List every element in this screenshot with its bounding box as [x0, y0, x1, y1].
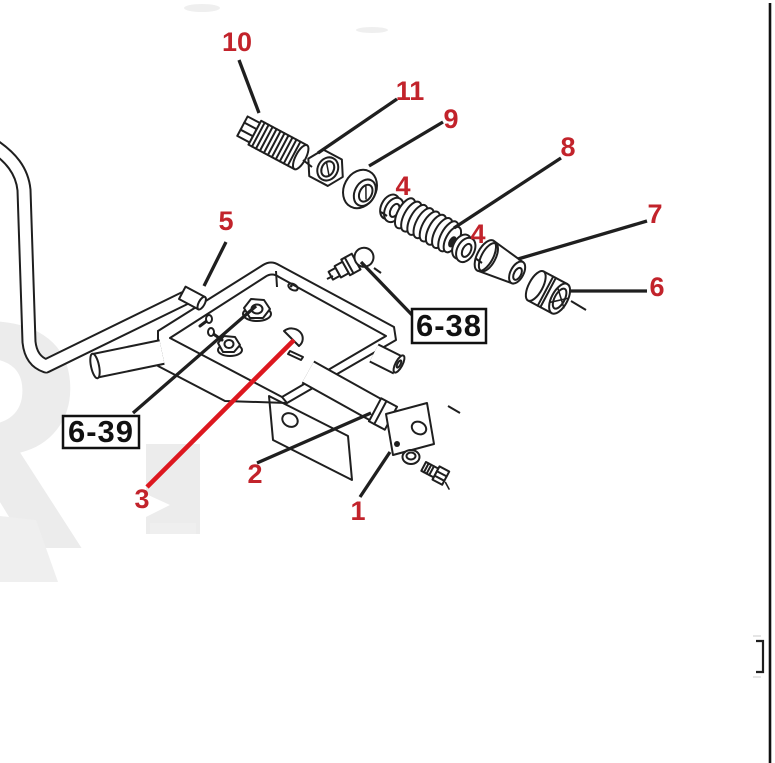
margin-bracket-glyph [756, 639, 765, 674]
part-11-locknut [307, 148, 344, 187]
floor-slot [287, 350, 304, 361]
callout-9: 9 [443, 104, 458, 134]
watermark-bar-notch [146, 494, 170, 517]
part-4-washer-b [451, 233, 477, 264]
callout-6: 6 [649, 272, 664, 302]
callout-labels: 10 11 9 4 8 4 7 6 5 3 2 1 [134, 27, 664, 526]
leader-line-10 [237, 59, 261, 114]
callout-11: 11 [396, 76, 425, 106]
axis-dashes [302, 159, 587, 414]
keyhole [287, 282, 299, 292]
part-7-cone-bushing [473, 239, 527, 285]
lever-rod [0, 141, 189, 374]
bracket-inner-rim [169, 273, 387, 398]
bracket-front-wall-outline [268, 395, 353, 481]
figure-ref-6-39-label: 6-39 [68, 414, 134, 449]
figure-ref-6-38-label: 6-38 [416, 308, 482, 343]
leader-line-6-38 [359, 260, 416, 319]
front-wall-hole [281, 412, 299, 428]
figure-ref-6-39: 6-39 [61, 414, 141, 450]
callout-1: 1 [350, 496, 365, 526]
leader-line-7 [517, 219, 648, 261]
leader-line-2 [256, 411, 372, 465]
part-6-cap [524, 270, 572, 315]
leader-line-9 [368, 120, 444, 168]
shaft-assembly [89, 339, 451, 490]
axis-tick [275, 270, 278, 288]
scan-smudge [184, 4, 220, 12]
callout-5: 5 [218, 206, 233, 236]
watermark-leg [0, 516, 58, 582]
leader-lines [131, 59, 648, 498]
right-wall-boss [369, 343, 406, 375]
leader-line-5 [202, 241, 228, 287]
watermark-bar [146, 444, 200, 534]
anchor-plate-boss [410, 420, 428, 436]
part-8-spring [393, 197, 463, 254]
red-highlight-line-3 [145, 338, 296, 489]
figure-ref-6-38: 6-38 [410, 307, 488, 345]
d-shaped-hole [283, 327, 304, 347]
part-9-bushing [342, 168, 378, 210]
ball-stud [327, 246, 375, 281]
callout-3: 3 [134, 484, 149, 514]
anchor-plate-hole [394, 441, 400, 447]
pivot-pin [178, 285, 207, 311]
flange-nut [401, 449, 421, 465]
leader-line-8 [453, 156, 562, 230]
bracket-outer-rim [157, 261, 397, 404]
callout-7: 7 [647, 199, 662, 229]
scan-smudge [356, 27, 388, 33]
part-4-washer-a [379, 193, 405, 224]
leader-line-1 [358, 451, 392, 498]
small-screw [198, 314, 213, 328]
callout-2: 2 [247, 459, 262, 489]
anchor-bolt [420, 461, 451, 490]
bracket-silhouette [158, 265, 396, 403]
callout-4a: 4 [395, 171, 410, 201]
leader-line-11 [317, 97, 398, 155]
part-10-adjuster-plug [236, 115, 310, 171]
watermark-bar-shadow [150, 523, 196, 534]
callout-10: 10 [222, 27, 252, 57]
callout-4b: 4 [470, 219, 485, 249]
leader-line-6-39 [131, 304, 258, 415]
callout-8: 8 [560, 132, 575, 162]
